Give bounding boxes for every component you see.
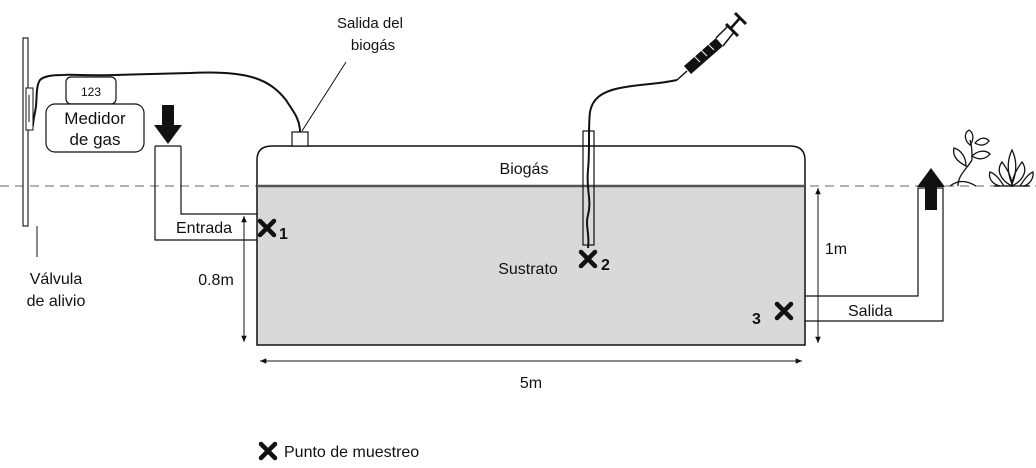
biogas-label: Biogás (500, 161, 549, 178)
sampling-point-1: 1 (260, 221, 288, 243)
meter-label-2: de gas (69, 130, 120, 149)
legend: Punto de muestreo (261, 444, 419, 461)
digester-tank (256, 145, 806, 346)
valve-label-1: Válvula (30, 271, 83, 288)
sampling-point-1-label: 1 (279, 226, 288, 243)
sampling-point-3-label: 3 (752, 311, 761, 328)
sampling-tube (586, 79, 678, 249)
gas-outlet-label-2: biogás (351, 37, 395, 54)
depth-tank-label: 1m (825, 241, 847, 258)
relief-valve (22, 37, 38, 257)
inlet-label: Entrada (176, 220, 232, 237)
gas-outlet-nozzle (291, 131, 309, 147)
substrate-label: Sustrato (498, 261, 558, 278)
syringe-icon (676, 11, 748, 81)
legend-text: Punto de muestreo (284, 444, 419, 461)
gas-meter (45, 103, 145, 153)
down-arrow-icon (154, 105, 182, 144)
lotus-icon (988, 148, 1034, 188)
length-tank-label: 5m (520, 375, 542, 392)
sampling-point-2-label: 2 (601, 257, 610, 274)
valve-label-2: de alivio (27, 293, 86, 310)
gas-outlet-pointer (301, 61, 347, 132)
meter-label-1: Medidor (64, 109, 126, 128)
substrate-area (256, 185, 806, 346)
gas-outlet-label-1: Salida del (337, 15, 403, 32)
biogas-dome (256, 145, 806, 187)
sampling-point-3: 3 (752, 304, 791, 328)
probe-sleeve (582, 130, 595, 246)
inlet-pipe (154, 145, 257, 241)
meter-display: 123 (81, 85, 101, 99)
gas-pipe (32, 71, 301, 133)
sampling-point-2: 2 (581, 252, 610, 274)
up-arrow-icon (917, 168, 945, 210)
plant-icon (949, 129, 991, 187)
outlet-label: Salida (848, 303, 893, 320)
depth-inlet-label: 0.8m (198, 272, 234, 289)
sampling-point-icon (261, 444, 275, 458)
